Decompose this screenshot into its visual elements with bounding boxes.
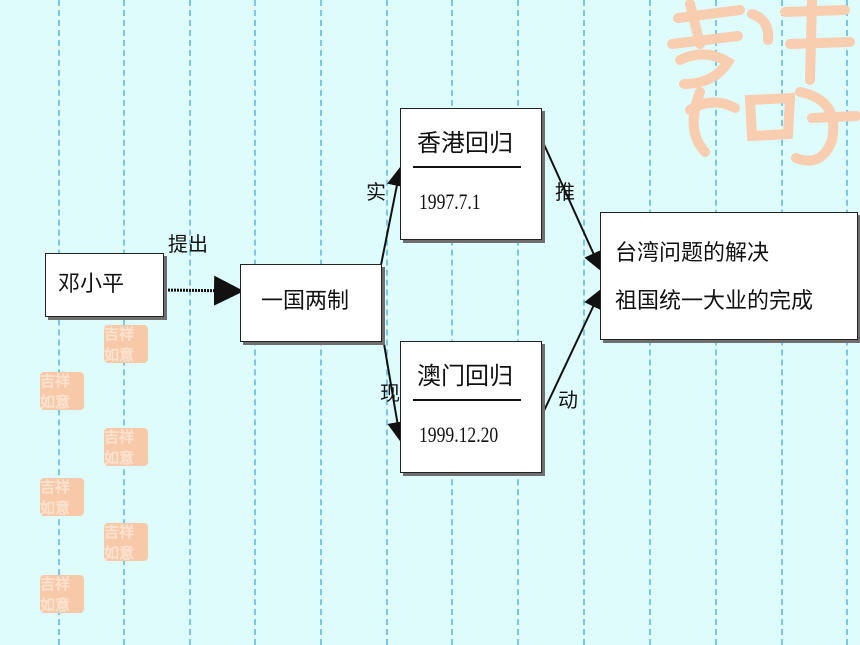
- node-deng-xiaoping: 邓小平: [45, 253, 164, 317]
- hongkong-underline: [413, 166, 521, 168]
- grid-line: [583, 0, 585, 645]
- label-shi: 实: [366, 180, 386, 204]
- grid-line: [123, 0, 125, 645]
- node-one-country-two-systems: 一国两制: [240, 264, 382, 342]
- macau-title: 澳门回归: [417, 362, 513, 390]
- seal-stamp: 吉祥如意: [104, 325, 148, 364]
- grid-line: [451, 0, 453, 645]
- arrow-deng-to-policy: [164, 275, 244, 306]
- arrow-policy-to-hongkong: [379, 166, 407, 271]
- label-tui: 推: [555, 180, 575, 204]
- grid-line: [517, 0, 519, 645]
- result-line-1: 台湾问题的解决: [615, 241, 770, 266]
- result-line-2: 祖国统一大业的完成: [615, 289, 814, 314]
- grid-line: [58, 0, 60, 645]
- seal-stamp: 吉祥如意: [40, 478, 84, 517]
- node-macau-return: 澳门回归 1999.12.20: [400, 341, 542, 473]
- node-one-country-label: 一国两制: [261, 289, 350, 314]
- arrow-hongkong-to-result: [541, 139, 603, 272]
- node-hongkong-return: 香港回归 1997.7.1: [400, 108, 542, 240]
- arrow-macau-to-result: [541, 288, 603, 416]
- macau-date: 1999.12.20: [419, 422, 499, 447]
- node-deng-label: 邓小平: [58, 272, 125, 297]
- hongkong-title: 香港回归: [417, 129, 513, 157]
- seal-stamp: 吉祥如意: [104, 523, 148, 562]
- label-xian: 现: [380, 381, 400, 405]
- label-propose: 提出: [168, 232, 208, 256]
- grid-line: [189, 0, 191, 645]
- hongkong-date: 1997.7.1: [419, 189, 481, 214]
- macau-underline: [413, 399, 521, 401]
- node-result: 台湾问题的解决 祖国统一大业的完成: [600, 212, 858, 340]
- label-dong: 动: [558, 388, 578, 412]
- seal-stamp: 吉祥如意: [40, 372, 84, 411]
- seal-stamp: 吉祥如意: [104, 428, 148, 467]
- grid-line: [386, 0, 388, 645]
- seal-stamp: 吉祥如意: [40, 575, 84, 614]
- arrow-policy-to-macau: [379, 319, 408, 442]
